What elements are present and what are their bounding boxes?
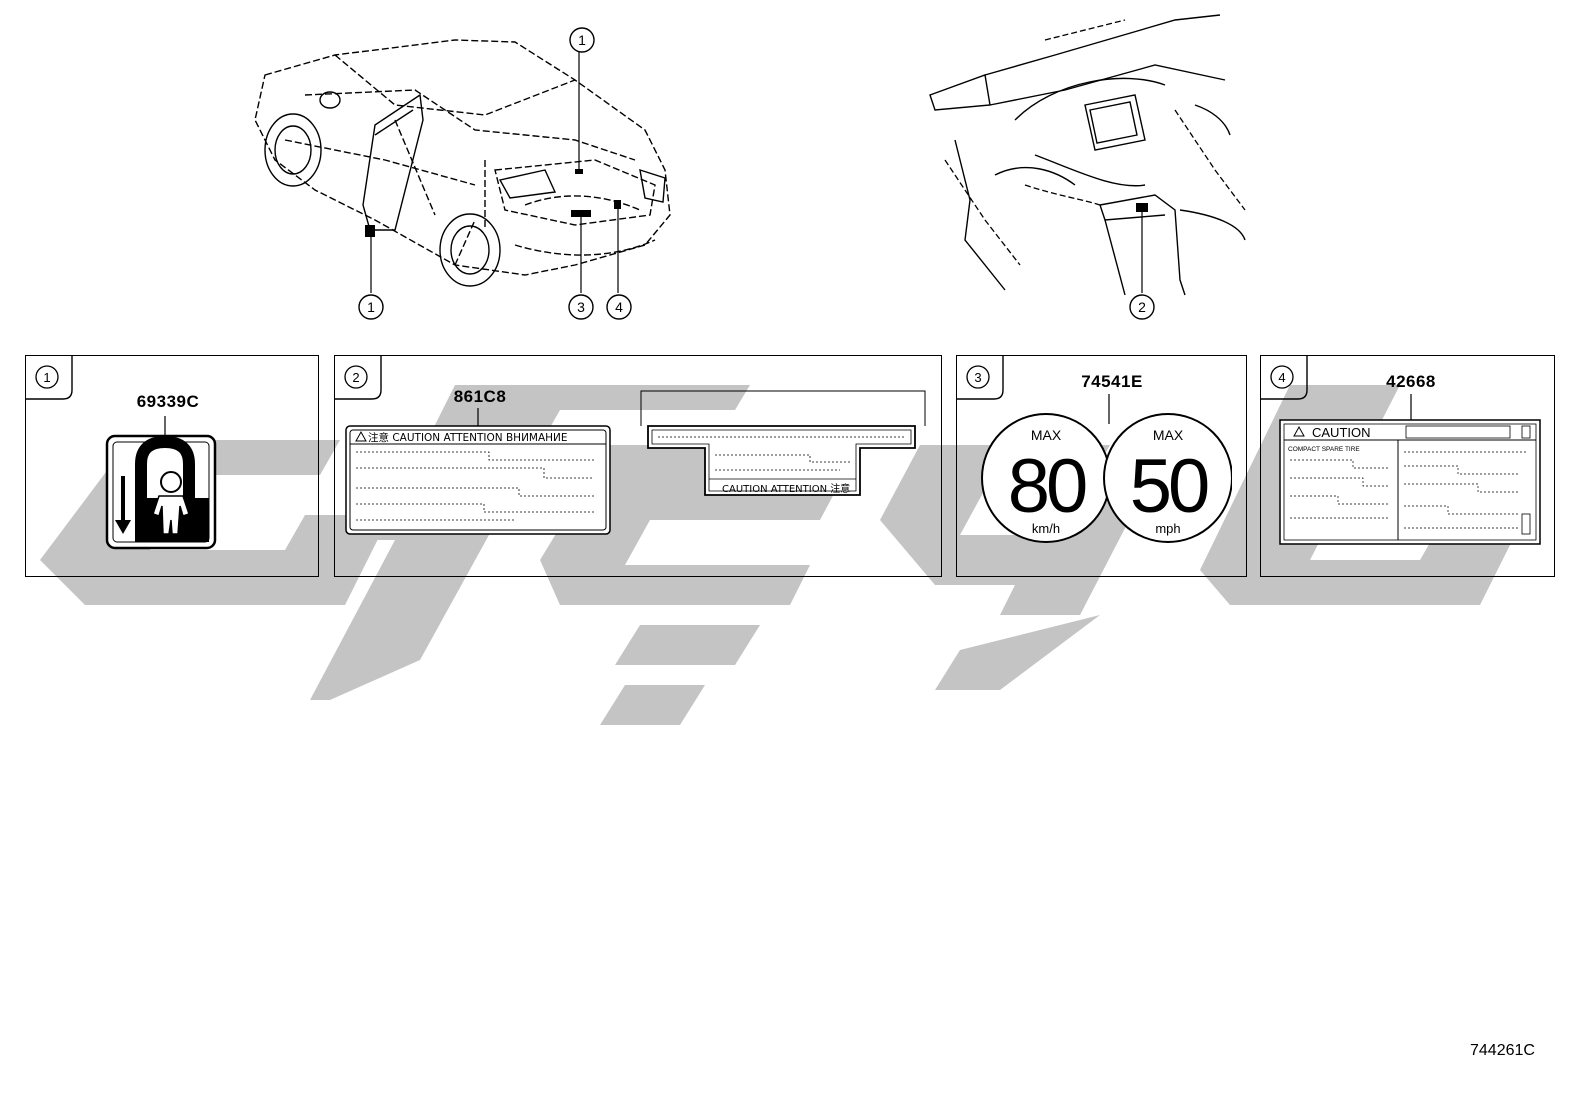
caution-label-b [640,390,926,496]
callout-circle-1-bottom: 1 [358,294,384,320]
part-number-74541E: 74541E [1081,372,1143,391]
max-text-2: MAX [1153,427,1184,443]
caution-label-b-footer: CAUTION ATTENTION 注意 [722,484,851,495]
callout-circle-2: 2 [1129,294,1155,320]
part-number-69339C: 69339C [136,392,200,411]
panel-index-number: 2 [352,370,359,385]
speed-value-kmh: 80 [1008,444,1086,529]
panel-4 [1260,355,1555,577]
panel-1 [25,355,319,577]
panel-3 [956,355,1247,577]
unit-kmh: km/h [1032,521,1060,536]
panel-1-index-tab: 1 [26,356,73,400]
panel-2-index-tab: 2 [335,356,382,400]
speed-value-mph: 50 [1130,444,1208,529]
panel-4-index-tab: 4 [1261,356,1308,400]
part-number-42668: 42668 [1386,372,1436,391]
max-text-1: MAX [1031,427,1062,443]
diagram-id: 744261C [1470,1042,1535,1059]
callout-number: 2 [1138,299,1146,315]
child-lock-label [105,416,217,550]
vehicle-rear-illustration [254,39,671,293]
callout-number: 1 [367,299,375,315]
panel-index-number: 1 [43,370,50,385]
callout-number: 1 [578,32,586,48]
callout-circle-3: 3 [568,294,594,320]
callout-circle-1-top: 1 [569,27,595,53]
callout-circle-4: 4 [606,294,632,320]
panel-3-index-tab: 3 [957,356,1004,400]
dashboard-illustration [929,14,1246,296]
panel-2 [334,355,942,577]
caution-label-a-header: 注意 CAUTION ATTENTION ВНИМАНИЕ [368,432,568,444]
spare-tire-caution-label [1279,394,1541,545]
panel-index-number: 3 [974,370,981,385]
caution-label-a [345,408,611,535]
spare-tire-caution-header: CAUTION [1312,425,1371,440]
callout-number: 4 [615,299,623,315]
speed-limit-label: MAX 80 km/h MAX 50 mph [981,394,1232,543]
callout-number: 3 [577,299,585,315]
compact-spare-tire-subheader: COMPACT SPARE TIRE [1288,446,1360,453]
panel-index-number: 4 [1278,370,1285,385]
part-number-861C8: 861C8 [453,387,507,406]
unit-mph: mph [1155,521,1180,536]
